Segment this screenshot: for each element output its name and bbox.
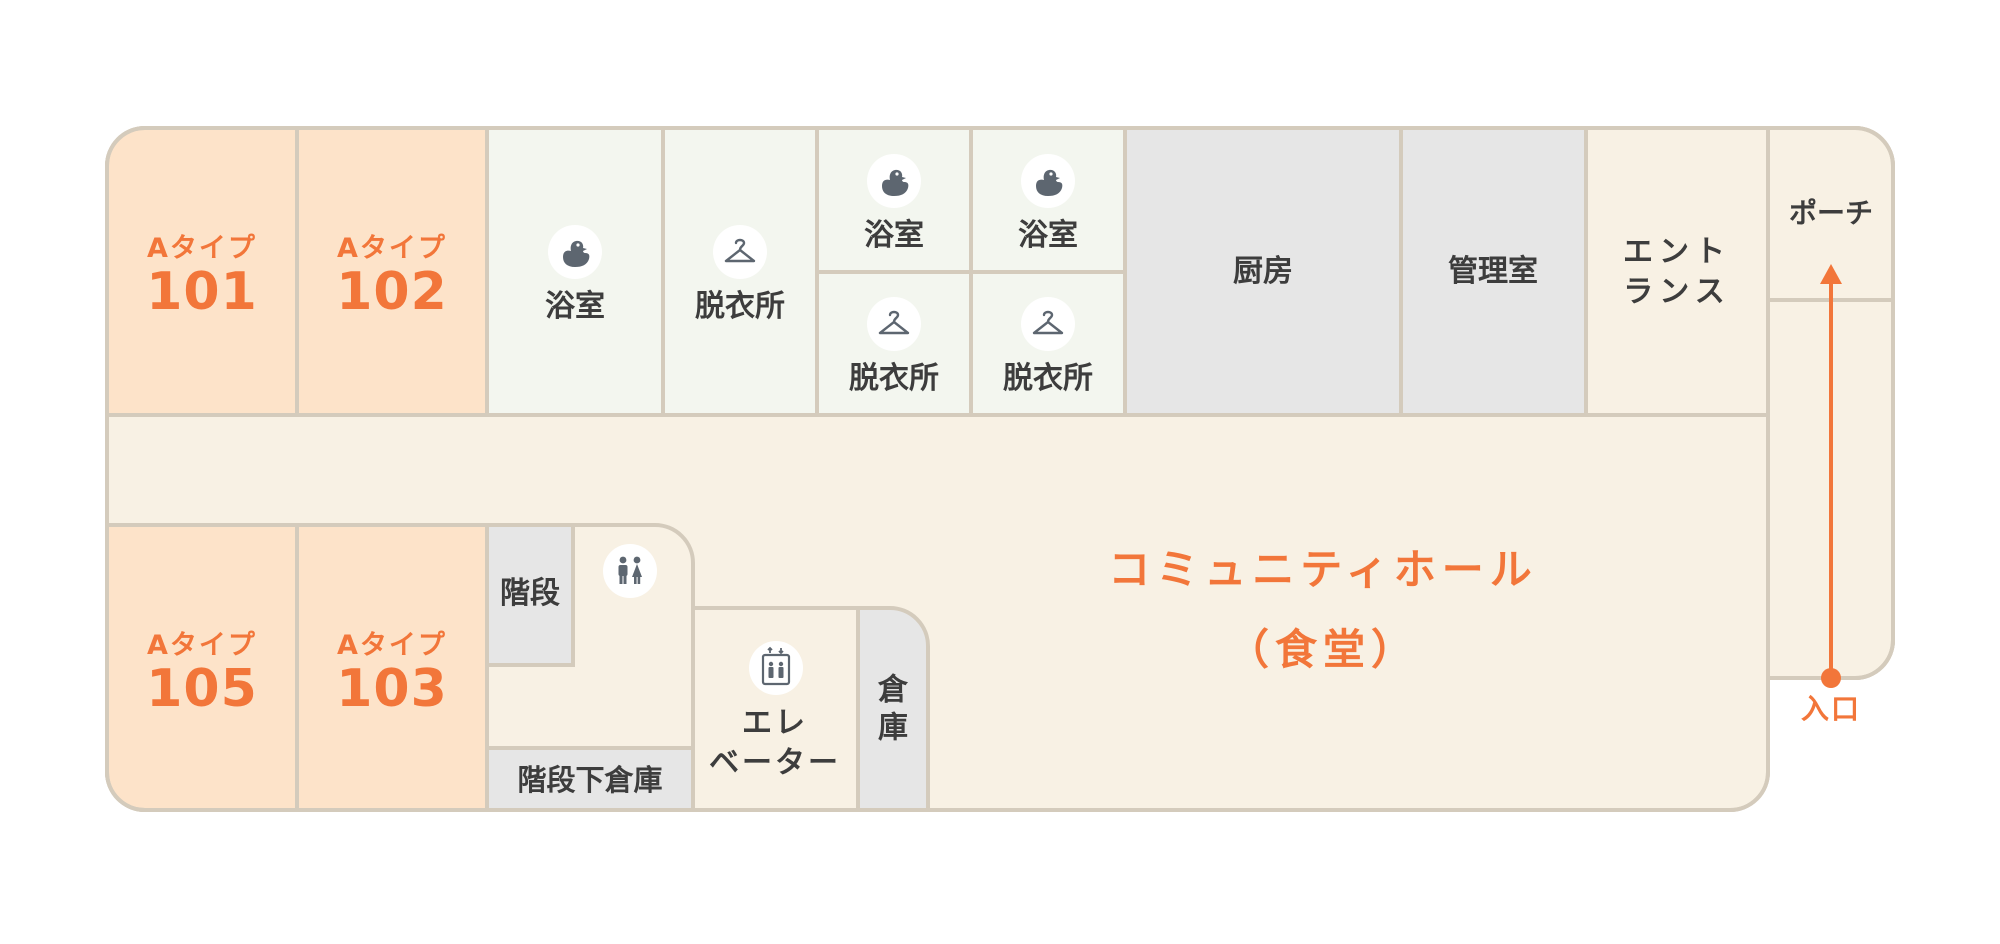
stairs-label: 階段 bbox=[500, 576, 560, 612]
entry-arrow-head bbox=[1820, 264, 1842, 284]
room-102-label: Aタイプ 102 bbox=[336, 226, 448, 320]
entrance-label: エント ランス bbox=[1623, 234, 1731, 309]
bath-small-2-label: 浴室 bbox=[1018, 218, 1078, 254]
entrance[interactable] bbox=[1584, 126, 1770, 417]
office-label: 管理室 bbox=[1448, 254, 1538, 290]
elevator-icon bbox=[748, 640, 804, 696]
room-type: Aタイプ bbox=[337, 233, 447, 265]
hanger-icon bbox=[866, 296, 922, 352]
room-number: 103 bbox=[336, 659, 448, 720]
storage-label: 倉 庫 bbox=[878, 672, 908, 746]
bath-large-label: 浴室 bbox=[545, 289, 605, 325]
dressing-small-2-label: 脱衣所 bbox=[1003, 361, 1093, 397]
room-102[interactable] bbox=[295, 126, 489, 417]
dressing-large-label: 脱衣所 bbox=[695, 289, 785, 325]
under-stairs-storage-label: 階段下倉庫 bbox=[517, 762, 663, 797]
room-type: Aタイプ bbox=[147, 630, 257, 662]
restroom-icon bbox=[603, 544, 657, 598]
stairs[interactable] bbox=[485, 523, 575, 667]
bath-small-1-label: 浴室 bbox=[864, 218, 924, 254]
room-103-label: Aタイプ 103 bbox=[336, 623, 448, 717]
duck-icon bbox=[867, 154, 921, 208]
room-101-label: Aタイプ 101 bbox=[146, 226, 258, 320]
duck-icon bbox=[1021, 154, 1075, 208]
room-105-label: Aタイプ 105 bbox=[146, 623, 258, 717]
room-number: 105 bbox=[146, 659, 258, 720]
room-number: 101 bbox=[146, 262, 258, 323]
community-hall-label: コミュニティホール （食堂） bbox=[1108, 545, 1538, 674]
dressing-small-1-label: 脱衣所 bbox=[849, 361, 939, 397]
duck-icon bbox=[548, 225, 602, 279]
porch-label: ポーチ bbox=[1788, 196, 1874, 230]
entry-label: 入口 bbox=[1800, 692, 1862, 726]
room-type: Aタイプ bbox=[147, 233, 257, 265]
entry-point bbox=[1821, 668, 1841, 688]
hanger-icon bbox=[712, 224, 768, 280]
kitchen-label: 厨房 bbox=[1233, 254, 1293, 290]
hanger-icon bbox=[1020, 296, 1076, 352]
elevator-label: エレ ベーター bbox=[709, 705, 841, 780]
storage[interactable] bbox=[856, 606, 930, 812]
room-type: Aタイプ bbox=[337, 630, 447, 662]
room-number: 102 bbox=[336, 262, 448, 323]
building-outline-stroke bbox=[105, 126, 1895, 812]
